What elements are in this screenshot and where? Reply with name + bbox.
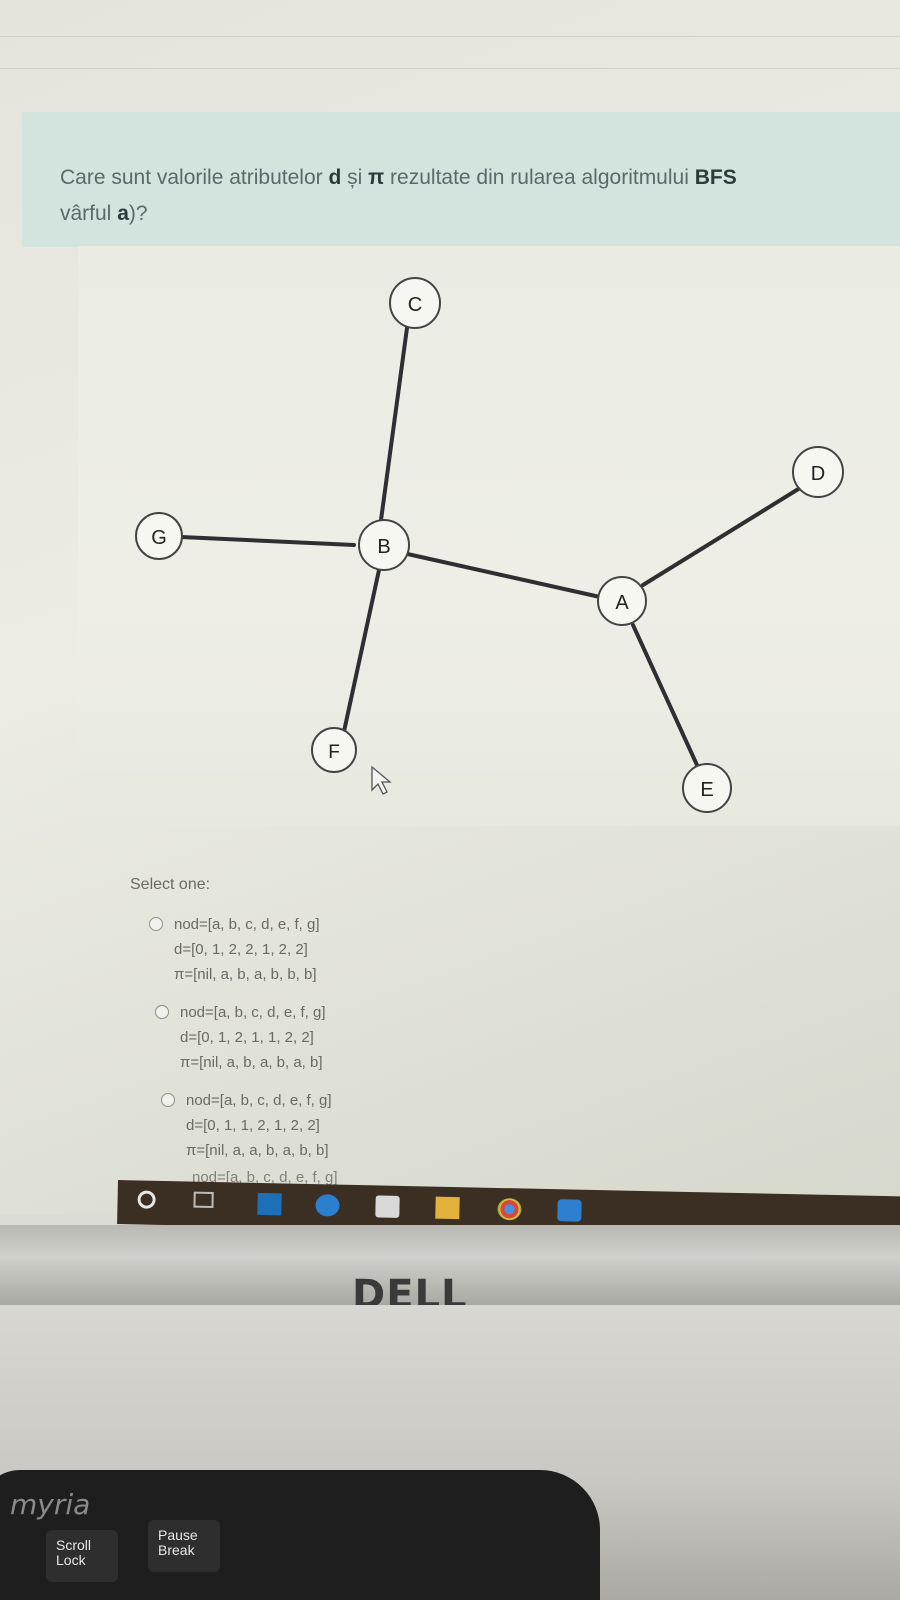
option-pi: π=[nil, a, b, a, b, b, b]: [174, 966, 317, 983]
radio-button[interactable]: [155, 1005, 169, 1019]
store-icon[interactable]: [375, 1195, 400, 1218]
question-text: Care sunt valorile atributelor d și π re…: [60, 166, 737, 225]
mouse-cursor-icon: [371, 765, 392, 795]
app-icon[interactable]: [557, 1199, 582, 1222]
node-label-c: C: [408, 294, 422, 316]
mail-icon[interactable]: [257, 1192, 282, 1216]
node-b: B: [358, 519, 410, 571]
monitor-bezel: [0, 1225, 900, 1305]
answer-option-3[interactable]: nod=[a, b, c, d, e, f, g] d=[0, 1, 1, 2,…: [161, 1088, 332, 1163]
option-d: d=[0, 1, 2, 2, 1, 2, 2]: [174, 941, 308, 958]
graph-diagram: C D G B A F E: [135, 277, 844, 813]
scroll-lock-key[interactable]: Scroll Lock: [46, 1530, 118, 1582]
option-nod: nod=[a, b, c, d, e, f, g]: [180, 1004, 326, 1021]
option-pi: π=[nil, a, b, a, b, a, b]: [180, 1054, 323, 1071]
keyboard-brand: myria: [10, 1488, 91, 1521]
node-label-f: F: [328, 742, 340, 763]
option-nod: nod=[a, b, c, d, e, f, g]: [186, 1092, 332, 1109]
question-box: [22, 112, 900, 247]
node-f: F: [311, 727, 357, 773]
answer-option-2[interactable]: nod=[a, b, c, d, e, f, g] d=[0, 1, 2, 1,…: [155, 1000, 326, 1075]
edge-b-c: [379, 326, 409, 522]
option-nod: nod=[a, b, c, d, e, f, g]: [174, 916, 320, 933]
answer-option-1[interactable]: nod=[a, b, c, d, e, f, g] d=[0, 1, 2, 2,…: [149, 912, 320, 987]
node-g: G: [135, 512, 183, 560]
chrome-icon[interactable]: [497, 1197, 522, 1221]
edge-a-d: [641, 486, 802, 587]
radio-button[interactable]: [161, 1093, 175, 1107]
node-label-e: E: [700, 779, 713, 801]
node-c: C: [389, 277, 441, 329]
graph-panel: [78, 246, 900, 826]
node-label-b: B: [377, 536, 390, 558]
node-d: D: [792, 446, 844, 498]
option-d: d=[0, 1, 1, 2, 1, 2, 2]: [186, 1117, 320, 1134]
radio-button[interactable]: [149, 917, 163, 931]
node-a: A: [597, 576, 647, 626]
edge-b-f: [341, 568, 381, 738]
edge-icon[interactable]: [315, 1194, 340, 1217]
node-e: E: [682, 763, 732, 813]
select-one-label: Select one:: [130, 876, 211, 893]
start-icon[interactable]: [137, 1190, 156, 1209]
edge-b-a: [401, 551, 602, 599]
edge-a-e: [631, 623, 699, 767]
node-label-a: A: [615, 592, 629, 614]
pause-break-key[interactable]: Pause Break: [148, 1520, 220, 1572]
browser-screen: Care sunt valorile atributelor d și π re…: [0, 0, 900, 1215]
task-view-icon[interactable]: [193, 1191, 214, 1209]
divider: [0, 36, 900, 37]
file-explorer-icon[interactable]: [435, 1196, 460, 1220]
node-label-d: D: [811, 463, 825, 485]
option-pi: π=[nil, a, a, b, a, b, b]: [186, 1142, 329, 1159]
node-label-g: G: [151, 527, 167, 549]
divider: [0, 68, 900, 69]
option-d: d=[0, 1, 2, 1, 1, 2, 2]: [180, 1029, 314, 1046]
edge-b-g: [179, 535, 356, 547]
